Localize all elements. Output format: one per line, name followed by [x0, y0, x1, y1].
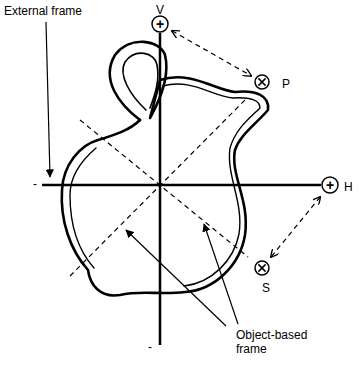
circle-outline: [254, 260, 270, 276]
axis-label: P: [282, 78, 290, 90]
sign-text: +: [326, 178, 334, 192]
leader-arrow: [46, 22, 50, 177]
dashed-arrow: [172, 31, 251, 76]
sign-label: -: [33, 177, 37, 191]
axis-label: V: [156, 4, 164, 16]
object-axis: [80, 120, 248, 257]
axis-label: H: [344, 181, 353, 193]
circle-outline: [254, 74, 270, 90]
leader-arrow: [204, 224, 238, 324]
horizontal-axis: [42, 184, 321, 187]
sign-text: +: [156, 17, 164, 31]
dashed-arrow: [271, 197, 320, 257]
frame-label: External frame: [4, 4, 82, 18]
sign-label: -: [148, 340, 152, 354]
axis-end-circle: +V: [151, 15, 169, 33]
object-axis: [70, 99, 246, 276]
axis-end-circle: P: [254, 74, 270, 90]
pitcher-drawing: [62, 42, 268, 296]
axis-end-circle: +H: [321, 176, 339, 194]
axis-end-circle: S: [254, 260, 270, 276]
frame-label: Object-based frame: [236, 328, 316, 357]
axis-label: S: [262, 282, 270, 294]
